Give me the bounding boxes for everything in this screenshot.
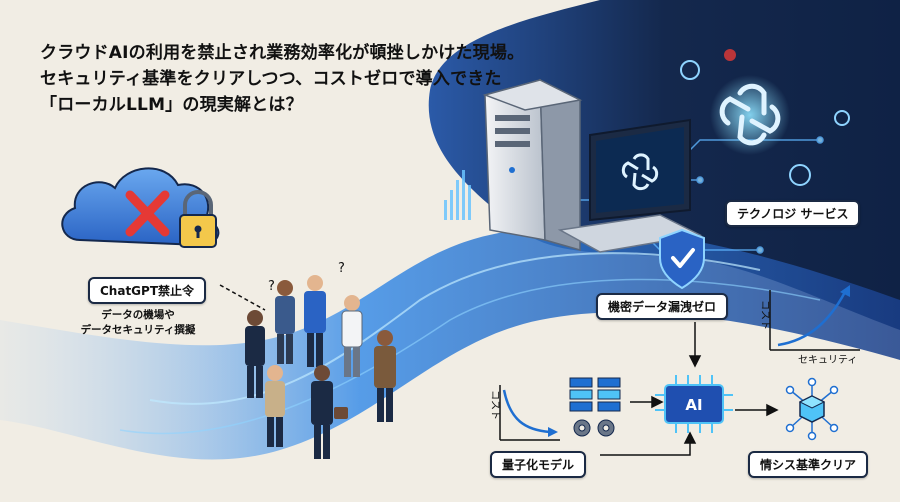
- cross-icon: [125, 190, 170, 237]
- database-icon: [569, 377, 621, 412]
- cost-security-chart: [769, 285, 860, 351]
- chart2-ylabel: コスト: [489, 390, 500, 420]
- chart-line: [777, 291, 847, 347]
- signal-bars-icon: [444, 170, 471, 220]
- quantized-model-label: 量子化モデル: [490, 451, 587, 478]
- data-flow-stream: [0, 228, 900, 460]
- concern-note-line-2: データセキュリティ撰擬: [80, 324, 196, 336]
- security-clear-label: 情シス基準クリア: [748, 451, 869, 478]
- concern-note-line-1: データの機場や: [101, 309, 175, 321]
- gear-icon: [573, 419, 615, 437]
- headline-line-3: 「ローカルLLM」の現実解とは？: [40, 95, 303, 115]
- server-icon: [482, 78, 583, 251]
- technology-service-label: テクノロジ サービス: [725, 200, 861, 227]
- cost-decrease-chart: [499, 385, 560, 441]
- lock-icon: [179, 190, 217, 248]
- openai-logo-icon: [710, 75, 790, 155]
- people-group-icon: [245, 275, 396, 459]
- question-mark-icon: ?: [268, 279, 275, 294]
- flow-arrows: [600, 322, 779, 456]
- zero-leak-label: 機密データ漏洩ゼロ: [596, 293, 729, 320]
- headline-line-2: セキュリティ基準をクリアしつつ、コストゼロで導入できた: [40, 69, 502, 89]
- headline-line-1: クラウドAIの利用を禁止され業務効率化が頓挫しかけた現場。: [40, 43, 525, 63]
- concern-note: データの機場や データセキュリティ撰擬: [48, 308, 228, 338]
- laptop-icon: [557, 118, 703, 253]
- chatgpt-ban-label: ChatGPT禁止令: [88, 277, 207, 304]
- dashed-connector: [219, 284, 266, 311]
- question-mark-icon: ?: [338, 261, 345, 276]
- decor-dot-icon: [724, 49, 736, 61]
- cube-icon: [785, 377, 839, 441]
- chart-line: [502, 389, 551, 434]
- decor-circle-icon: [680, 60, 850, 186]
- ai-chip-icon: [655, 375, 733, 433]
- chart1-ylabel: コスト: [759, 300, 770, 330]
- shield-check-icon: [659, 228, 705, 290]
- ai-chip-label: AI: [685, 396, 702, 414]
- headline: クラウドAIの利用を禁止され業務効率化が頓挫しかけた現場。 セキュリティ基準をク…: [40, 40, 524, 118]
- chart1-xlabel: セキュリティ: [798, 354, 857, 366]
